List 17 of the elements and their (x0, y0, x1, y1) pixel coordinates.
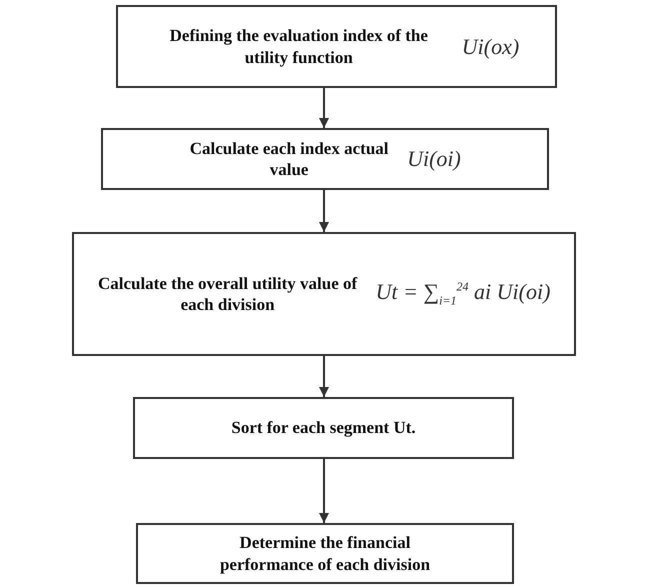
process-box (116, 5, 557, 88)
formula: Ut = ∑$_{i=1}$$^{24}$ ai Ui(oi) (376, 279, 550, 309)
process-box (133, 397, 514, 459)
step-text: Calculate the overall utility value of each division (98, 272, 358, 316)
formula: Ui(oi) (407, 146, 461, 172)
step-text: Defining the evaluation index of the utility function (168, 25, 429, 68)
process-box (136, 523, 514, 584)
step-text: Calculate each index actual value (189, 138, 390, 180)
arrow (319, 459, 329, 523)
step-text: Sort for each segment Ut. (231, 417, 416, 439)
arrow (319, 88, 329, 128)
process-box (101, 128, 549, 190)
arrow (319, 190, 329, 232)
formula: Ui(ox) (462, 34, 520, 60)
process-box (72, 232, 576, 356)
step-text: Determine the financial performance of each division (218, 532, 432, 575)
arrow (319, 356, 329, 397)
